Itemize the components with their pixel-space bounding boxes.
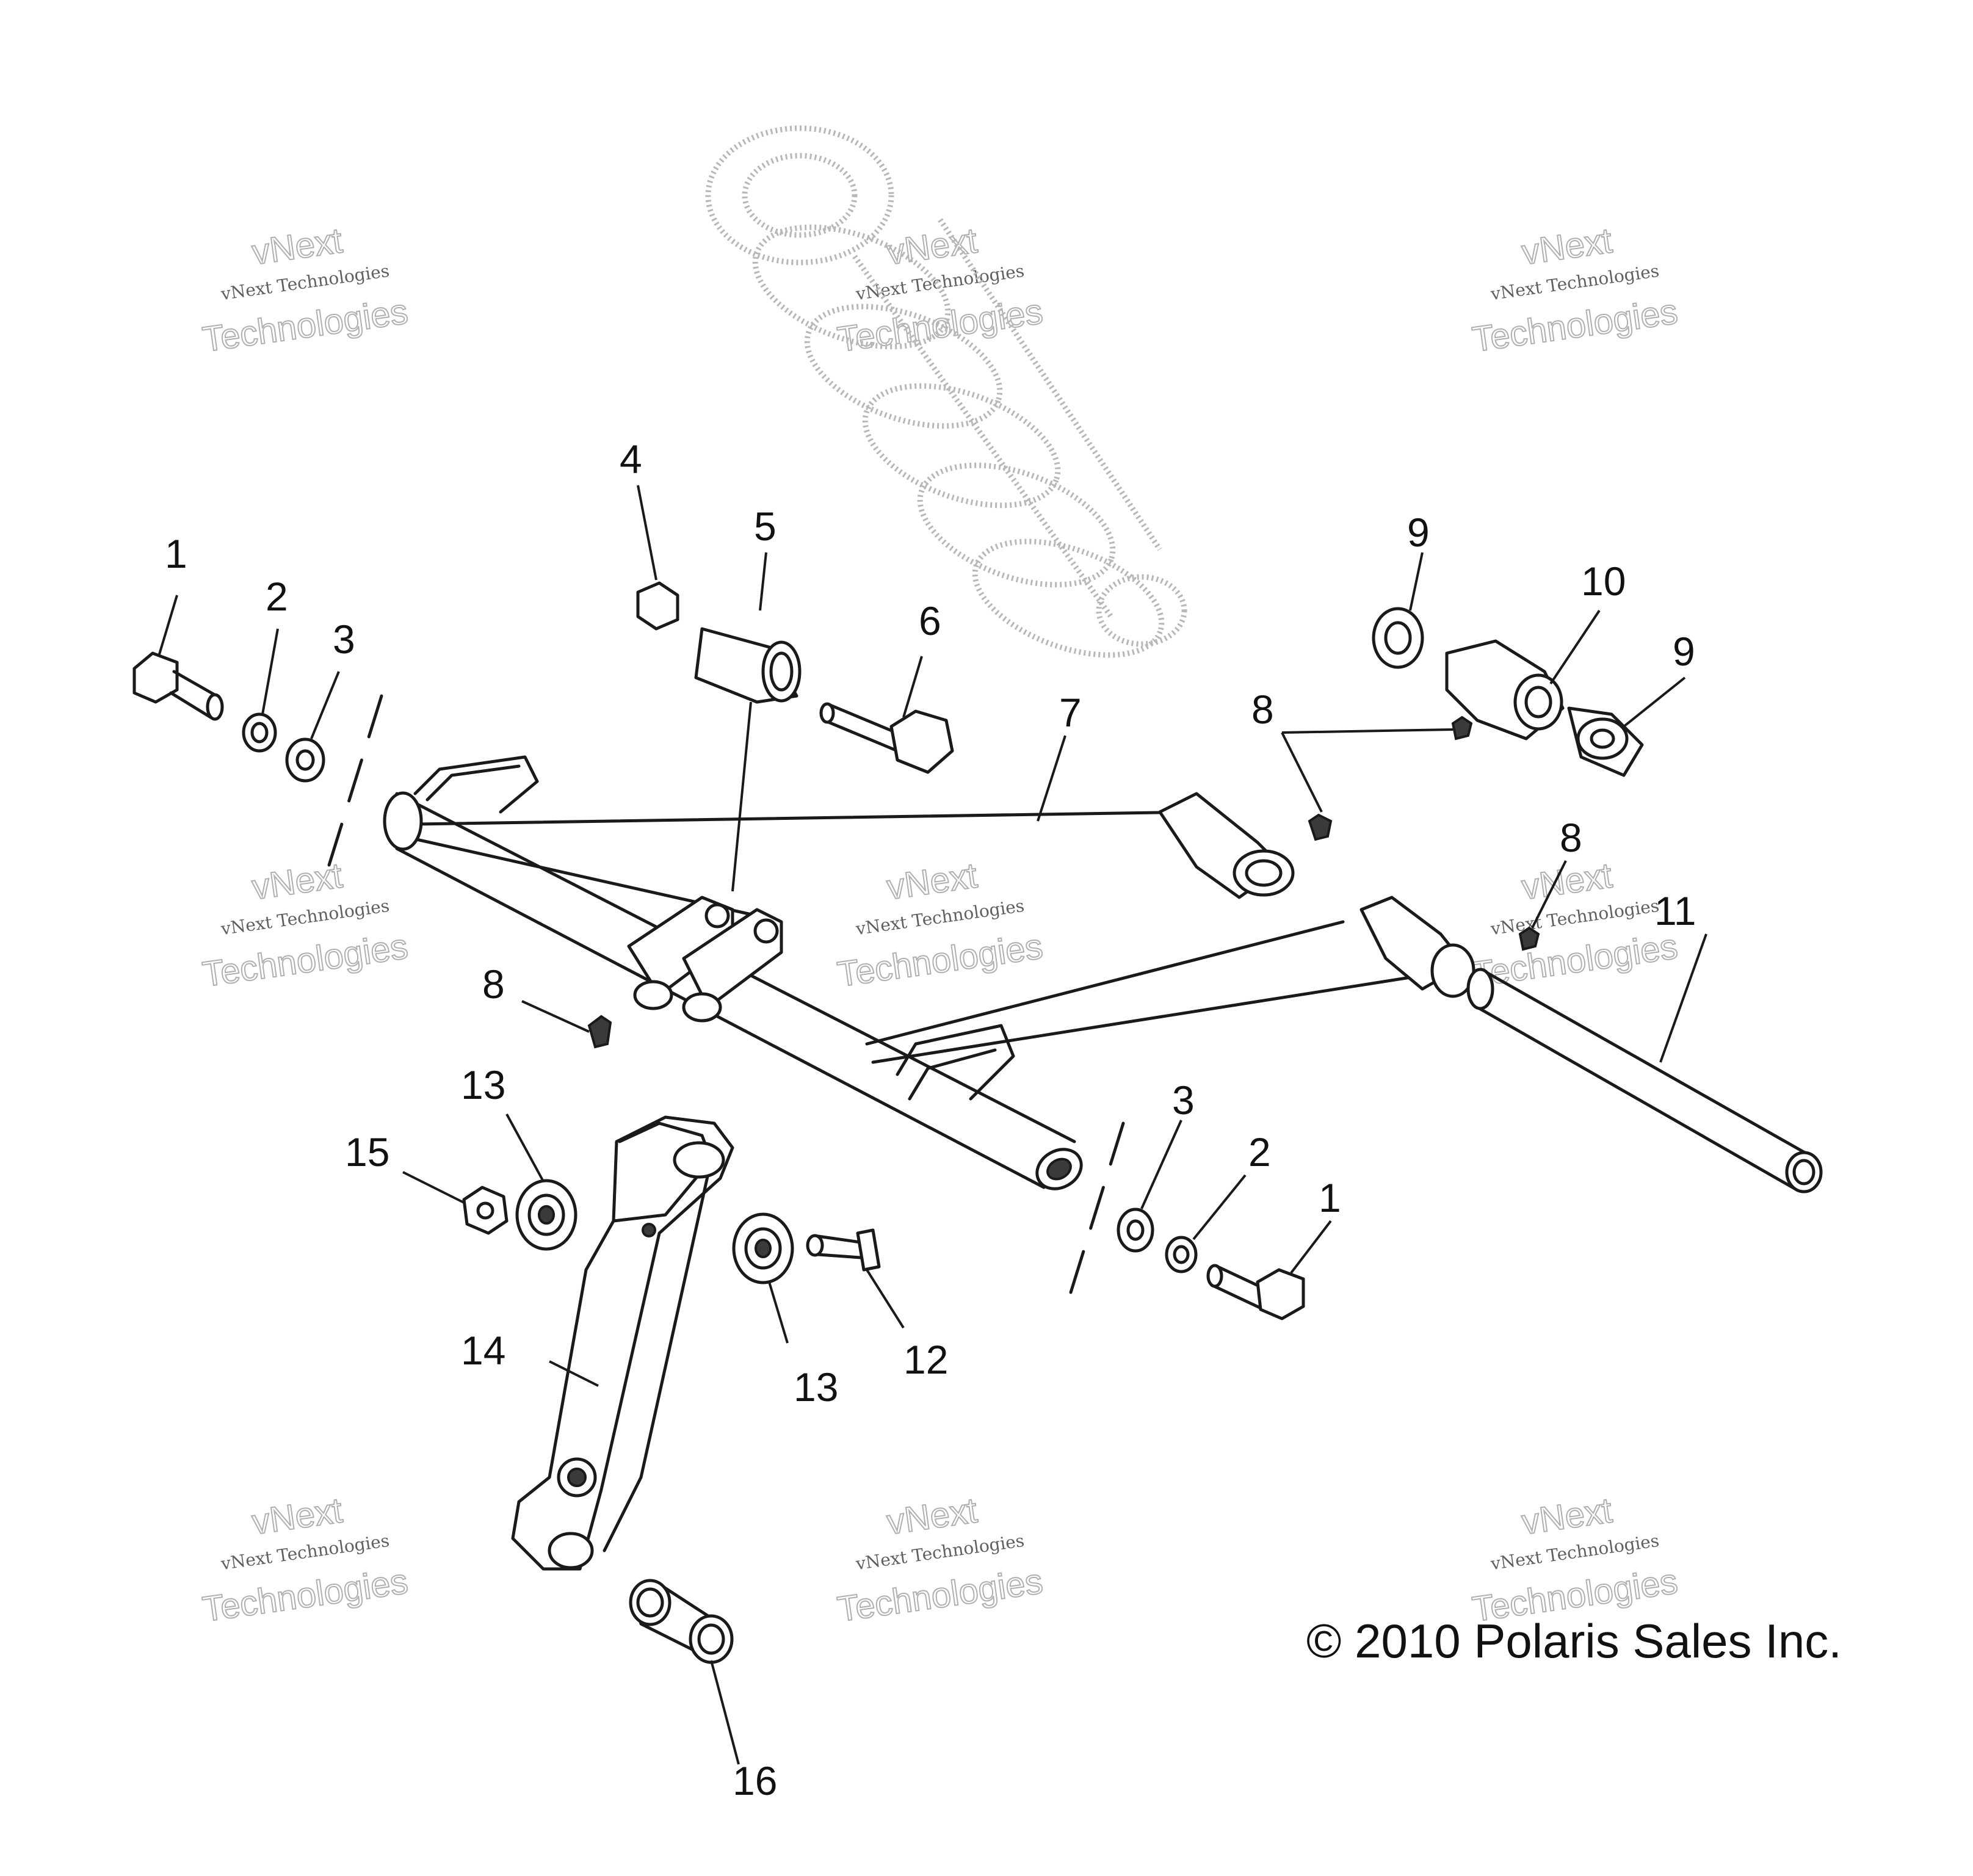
pivot-bushing	[629, 1579, 734, 1664]
watermark-big-1: vNext	[885, 855, 980, 907]
shock-mount-brackets	[627, 896, 783, 1023]
callout-9-right: 9	[1673, 629, 1695, 674]
watermark-grid: vNext vNext Technologies Technologies vN…	[200, 220, 1681, 1630]
lock-washer-right	[1165, 1236, 1198, 1273]
lock-washer-left	[242, 712, 277, 753]
callout-13-bottom: 13	[794, 1364, 838, 1410]
watermark-big-1: vNext	[250, 1490, 345, 1542]
bushing-left	[515, 1179, 577, 1251]
callout-12: 12	[903, 1337, 948, 1382]
grease-fitting-2	[1451, 715, 1473, 741]
axis-line-left	[325, 694, 383, 875]
grease-fitting-1	[1308, 813, 1333, 841]
callout-14: 14	[461, 1328, 505, 1373]
upper-a-arm	[401, 755, 1295, 918]
sleeve	[694, 627, 802, 704]
grease-fitting-3	[1518, 926, 1540, 951]
callout-5: 5	[754, 504, 777, 549]
watermark-tile: vNext vNext Technologies Technologies	[200, 220, 411, 360]
callout-8-right: 8	[1560, 815, 1582, 860]
shoulder-bolt	[806, 1228, 881, 1272]
flange-nut	[462, 1186, 509, 1235]
watermark-tile: vNext vNext Technologies Technologies	[1469, 220, 1681, 360]
callout-2-left: 2	[266, 574, 288, 619]
callout-8-top: 8	[1251, 687, 1274, 732]
bolt-left	[132, 651, 224, 721]
watermark-tile: vNext vNext Technologies Technologies	[834, 855, 1046, 995]
callout-3-right: 3	[1172, 1077, 1195, 1123]
callout-7: 7	[1059, 690, 1082, 735]
callout-10: 10	[1581, 559, 1626, 604]
watermark-big-1: vNext	[1519, 855, 1615, 907]
callout-4: 4	[620, 436, 642, 482]
hardware	[132, 581, 1644, 1664]
callout-1-right: 1	[1319, 1175, 1341, 1220]
bushing-right	[732, 1212, 794, 1284]
grease-fitting-4	[587, 1015, 612, 1049]
watermark-big-1: vNext	[885, 1490, 980, 1542]
axis-line-right	[1066, 1121, 1125, 1302]
link-arm	[511, 1115, 734, 1571]
shock-absorber-ghost	[705, 125, 1187, 658]
callout-9-top: 9	[1407, 510, 1430, 555]
callout-16: 16	[733, 1758, 777, 1803]
callout-15: 15	[345, 1129, 389, 1175]
pivot-shaft	[1466, 968, 1823, 1193]
pivot-block	[1372, 607, 1644, 777]
watermark-tile: vNext vNext Technologies Technologies	[834, 1490, 1046, 1630]
copyright-text: © 2010 Polaris Sales Inc.	[1306, 1614, 1842, 1668]
callout-labels: 1 2 3 4 5 6 7 8 9 10 9 8 11 8 13 15 3 2 …	[165, 436, 1696, 1803]
watermark-tile: vNext vNext Technologies Technologies	[200, 1490, 411, 1630]
callout-3-left: 3	[333, 617, 355, 662]
lower-a-arm	[865, 896, 1475, 1101]
leader-lines	[157, 485, 1707, 1765]
washer-right	[1117, 1208, 1154, 1253]
watermark-big-1: vNext	[885, 220, 980, 272]
callout-11: 11	[1654, 888, 1696, 933]
washer-left	[285, 737, 325, 783]
watermark-tile: vNext vNext Technologies Technologies	[1469, 1490, 1681, 1630]
bolt-right	[1206, 1264, 1305, 1320]
callout-13-top: 13	[461, 1062, 505, 1107]
callout-1-left: 1	[165, 531, 187, 576]
bolt-shock	[819, 702, 954, 774]
watermark-tile: vNext vNext Technologies Technologies	[1469, 855, 1681, 995]
watermark-big-1: vNext	[1519, 220, 1615, 272]
watermark-big-1: vNext	[250, 220, 345, 272]
nut	[636, 581, 679, 631]
callout-2-right: 2	[1248, 1129, 1271, 1175]
callout-6: 6	[919, 598, 941, 643]
callout-8-left: 8	[482, 962, 505, 1007]
watermark-tile: vNext vNext Technologies Technologies	[200, 855, 411, 995]
watermark-big-1: vNext	[1519, 1490, 1615, 1542]
